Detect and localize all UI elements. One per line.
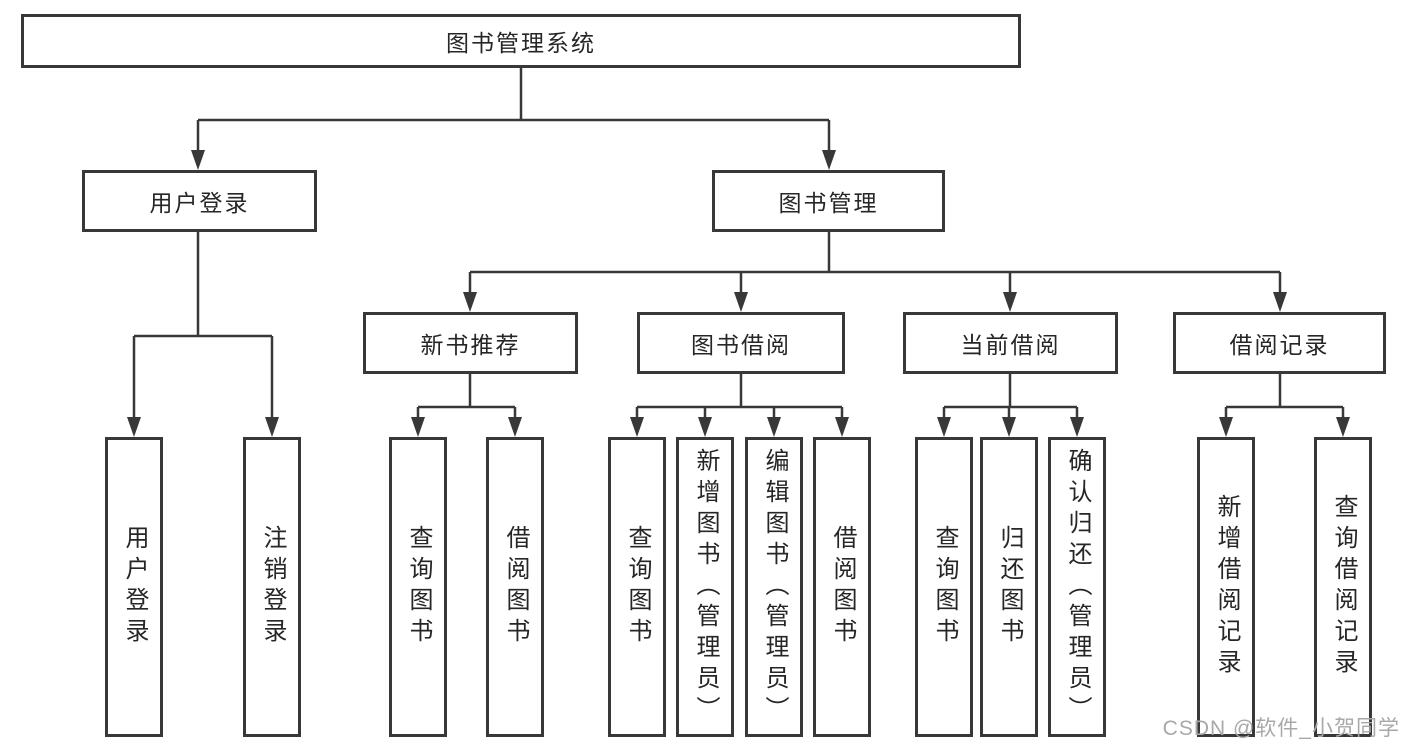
leaf-query-books-recommend: 查询图书 bbox=[389, 437, 447, 737]
node-label: 归还图书 bbox=[996, 525, 1023, 649]
node-label: 借阅图书 bbox=[502, 525, 529, 649]
node-label: 借阅图书 bbox=[829, 525, 856, 649]
leaf-borrow-books-borrowing: 借阅图书 bbox=[813, 437, 871, 737]
leaf-user-login: 用户登录 bbox=[105, 437, 163, 737]
leaf-return-books: 归还图书 bbox=[980, 437, 1038, 737]
leaf-query-books-borrowing: 查询图书 bbox=[608, 437, 666, 737]
node-user-login: 用户登录 bbox=[82, 170, 317, 232]
node-library-management-system: 图书管理系统 bbox=[21, 14, 1021, 68]
node-label: 用户登录 bbox=[121, 525, 148, 649]
node-label: 图书管理 bbox=[778, 190, 879, 216]
node-label: 编辑图书（管理员） bbox=[761, 447, 788, 727]
leaf-add-books-admin: 新增图书（管理员） bbox=[676, 437, 734, 737]
node-label: 查询借阅记录 bbox=[1330, 494, 1357, 680]
leaf-logout: 注销登录 bbox=[243, 437, 301, 737]
node-label: 图书管理系统 bbox=[446, 30, 596, 56]
leaf-add-borrow-record: 新增借阅记录 bbox=[1197, 437, 1255, 737]
leaf-borrow-books-recommend: 借阅图书 bbox=[486, 437, 544, 737]
node-label: 新增图书（管理员） bbox=[692, 447, 719, 727]
leaf-query-books-current: 查询图书 bbox=[915, 437, 973, 737]
node-book-management: 图书管理 bbox=[712, 170, 945, 232]
leaf-confirm-return-admin: 确认归还（管理员） bbox=[1048, 437, 1106, 737]
node-label: 确认归还（管理员） bbox=[1064, 447, 1091, 727]
node-label: 借阅记录 bbox=[1229, 332, 1330, 358]
node-label: 查询图书 bbox=[931, 525, 958, 649]
node-borrowing-records: 借阅记录 bbox=[1173, 312, 1386, 374]
node-new-book-recommendation: 新书推荐 bbox=[363, 312, 578, 374]
node-label: 新增借阅记录 bbox=[1213, 494, 1240, 680]
node-label: 图书借阅 bbox=[691, 332, 791, 358]
leaf-query-borrow-record: 查询借阅记录 bbox=[1314, 437, 1372, 737]
leaf-edit-books-admin: 编辑图书（管理员） bbox=[745, 437, 803, 737]
node-label: 当前借阅 bbox=[960, 332, 1061, 358]
node-label: 新书推荐 bbox=[420, 332, 521, 358]
csdn-watermark: CSDN @软件_小贺同学 bbox=[1162, 717, 1400, 740]
node-label: 查询图书 bbox=[405, 525, 432, 649]
node-label: 用户登录 bbox=[149, 190, 250, 216]
node-label: 注销登录 bbox=[259, 525, 286, 649]
node-book-borrowing: 图书借阅 bbox=[637, 312, 845, 374]
node-label: 查询图书 bbox=[624, 525, 651, 649]
node-current-borrowing: 当前借阅 bbox=[903, 312, 1118, 374]
